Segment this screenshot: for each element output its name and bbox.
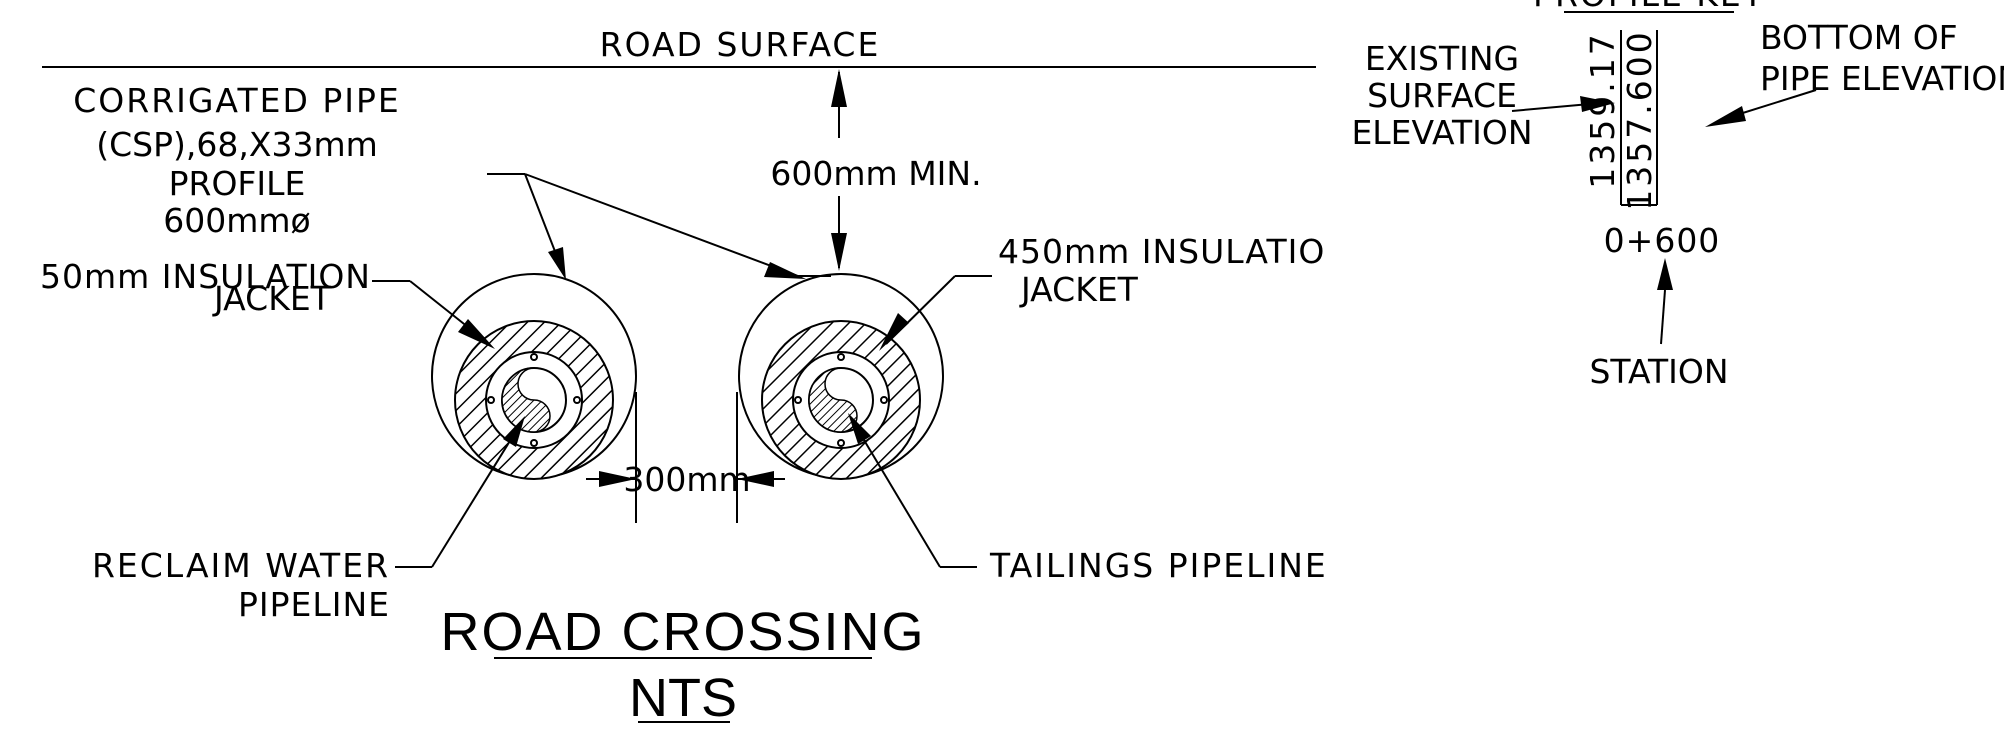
min-cover-dimension [831,69,847,271]
existing-surface-leader [1511,96,1615,112]
insulation-right-leader [879,275,992,351]
csp-leader [487,173,831,280]
corrugated-pipe-line1: CORRIGATED PIPE [73,81,400,120]
corrugated-pipe-label: CORRIGATED PIPE (CSP),68,X33mm PROFILE 6… [73,81,400,240]
drawing-scale: NTS [629,668,737,728]
reclaim-leader [395,416,525,568]
insulation-left-line1: 50mm INSULATION [40,257,371,296]
corrugated-pipe-line3: PROFILE [169,164,306,203]
reclaim-label-line2: PIPELINE [238,585,390,624]
station-value: 0+600 [1604,221,1721,260]
insulation-left-line2: JACKET [212,279,332,318]
existing-surface-line1: EXISTING [1365,39,1519,78]
road-surface-label: ROAD SURFACE [600,25,881,64]
bottom-pipe-line2: PIPE ELEVATION [1760,59,2004,98]
spacing-label: 300mm [623,460,750,499]
min-cover-label: 600mm MIN. [770,154,981,193]
insulation-right-line1: 450mm INSULATIO [998,232,1325,271]
corrugated-pipe-line2: (CSP),68,X33mm [96,125,378,164]
existing-surface-line3: ELEVATION [1351,113,1532,152]
pipe-elevation-value: 1357.600 [1620,29,1659,210]
station-leader [1657,258,1673,345]
profile-key-header: PROFILE KEY [1533,0,1765,14]
existing-surface-line2: SURFACE [1367,76,1517,115]
insulation-right-line2: JACKET [1019,270,1139,309]
left-pipe-core [501,367,551,433]
right-pipe-assembly [738,273,944,480]
profile-key: PROFILE KEY 1359.17 1357.600 EXISTING SU… [1351,0,2004,391]
corrugated-pipe-line4: 600mmø [163,201,310,240]
spacing-dimension [586,392,785,523]
station-label: STATION [1589,352,1728,391]
drawing-title: ROAD CROSSING [440,602,925,662]
reclaim-label-line1: RECLAIM WATER [92,546,390,585]
bottom-pipe-line1: BOTTOM OF [1760,18,1958,57]
left-pipe-assembly [431,273,637,480]
insulation-left-leader [372,280,495,349]
tailings-leader [848,413,977,568]
tailings-label: TAILINGS PIPELINE [989,546,1328,585]
bottom-pipe-leader [1705,89,1817,127]
surface-elevation-value: 1359.17 [1583,31,1622,188]
